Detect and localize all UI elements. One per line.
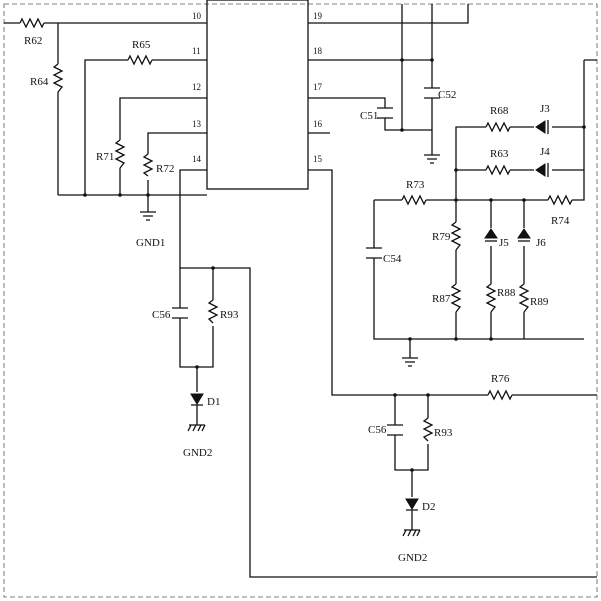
label-j5: J5 <box>499 237 509 249</box>
resistor-r79 <box>452 222 460 250</box>
pin-12-label: 12 <box>192 82 201 92</box>
label-r76: R76 <box>491 373 510 385</box>
wire-pin14 <box>180 170 597 577</box>
resistor-r68 <box>486 123 510 131</box>
resistor-r63 <box>486 166 510 174</box>
ic-body <box>207 0 308 189</box>
pin-19-label: 19 <box>313 11 323 21</box>
label-r87: R87 <box>432 293 451 305</box>
pin-10-label: 10 <box>192 11 202 21</box>
pin-14-label: 14 <box>192 154 202 164</box>
wire-pin12 <box>120 98 207 195</box>
resistor-r65 <box>128 56 152 64</box>
label-c51: C51 <box>360 110 378 122</box>
chassis-ground-icon <box>403 530 420 536</box>
pin-15-label: 15 <box>313 154 323 164</box>
label-r63: R63 <box>490 148 509 160</box>
diode-d2-icon <box>406 499 418 509</box>
diode-j5-icon <box>485 229 497 238</box>
junction <box>410 468 414 472</box>
label-gnd2-right: GND2 <box>398 552 427 564</box>
junction <box>430 58 434 62</box>
capacitor-c56-right <box>387 425 403 435</box>
ground-icon <box>140 212 156 220</box>
junction <box>195 365 199 369</box>
capacitor-c56-left <box>172 308 188 318</box>
resistor-r64 <box>54 64 62 92</box>
junction <box>118 193 122 197</box>
resistor-r76 <box>488 391 512 399</box>
label-j3: J3 <box>540 103 550 115</box>
capacitor-c54 <box>366 248 382 258</box>
pin-11-label: 11 <box>192 46 201 56</box>
wire-c56-r93-right <box>395 395 428 497</box>
resistor-r62 <box>20 19 46 27</box>
resistor-r87 <box>452 284 460 312</box>
pin-17-label: 17 <box>313 82 323 92</box>
page-border <box>4 4 597 597</box>
resistor-r88 <box>487 284 495 312</box>
resistor-r71 <box>116 140 124 168</box>
label-r73: R73 <box>406 179 425 191</box>
chassis-ground-icon <box>188 425 205 431</box>
diode-d1-bar <box>191 405 203 425</box>
resistor-r72 <box>144 154 152 176</box>
capacitor-c51 <box>377 108 393 118</box>
label-r88: R88 <box>497 287 516 299</box>
diode-j6-icon <box>518 229 530 238</box>
label-c52: C52 <box>438 89 456 101</box>
junction <box>83 193 87 197</box>
junction <box>146 193 150 197</box>
resistor-r93-left <box>209 300 217 323</box>
junction <box>454 168 458 172</box>
resistor-r93-right <box>424 418 432 441</box>
label-r93-left: R93 <box>220 309 239 321</box>
pin-16-label: 16 <box>313 119 323 129</box>
label-r93-right: R93 <box>434 427 453 439</box>
wire-pin17 <box>308 98 432 155</box>
label-r74: R74 <box>551 215 570 227</box>
label-r79: R79 <box>432 231 451 243</box>
label-c54: C54 <box>383 253 402 265</box>
wire-r68-branch <box>456 60 584 200</box>
label-r89: R89 <box>530 296 549 308</box>
label-r65: R65 <box>132 39 151 51</box>
label-r68: R68 <box>490 105 509 117</box>
resistor-r73 <box>402 196 426 204</box>
label-j6: J6 <box>536 237 546 249</box>
wire-pin19 <box>308 4 468 23</box>
wire-c56-r93-left <box>180 268 213 392</box>
junction <box>211 266 215 270</box>
label-d2: D2 <box>422 501 435 513</box>
resistor-r74 <box>548 196 572 204</box>
resistor-r89 <box>520 284 528 312</box>
label-gnd1: GND1 <box>136 237 165 249</box>
wire-gnd1-bus <box>58 195 207 212</box>
label-r64: R64 <box>30 76 49 88</box>
label-j4: J4 <box>540 146 550 158</box>
label-c56-right: C56 <box>368 424 387 436</box>
label-r62: R62 <box>24 35 42 47</box>
label-r72: R72 <box>156 163 174 175</box>
diode-d2-bar <box>406 510 418 530</box>
diode-j4-icon <box>536 164 545 176</box>
diode-j3-icon <box>536 121 545 133</box>
label-r71: R71 <box>96 151 114 163</box>
right-network: C52 C51 R68 J3 R63 J4 R73 R74 <box>308 4 597 564</box>
pin-18-label: 18 <box>313 46 323 56</box>
ic-chip: 10 11 12 13 14 19 18 17 16 15 <box>192 0 323 189</box>
ground-icon <box>402 358 418 366</box>
diode-d1-icon <box>191 394 203 404</box>
junction <box>454 337 458 341</box>
label-d1: D1 <box>207 396 220 408</box>
pin-13-label: 13 <box>192 119 202 129</box>
label-c56-left: C56 <box>152 309 171 321</box>
ground-icon <box>424 155 440 163</box>
label-gnd2-left: GND2 <box>183 447 212 459</box>
junction <box>489 337 493 341</box>
